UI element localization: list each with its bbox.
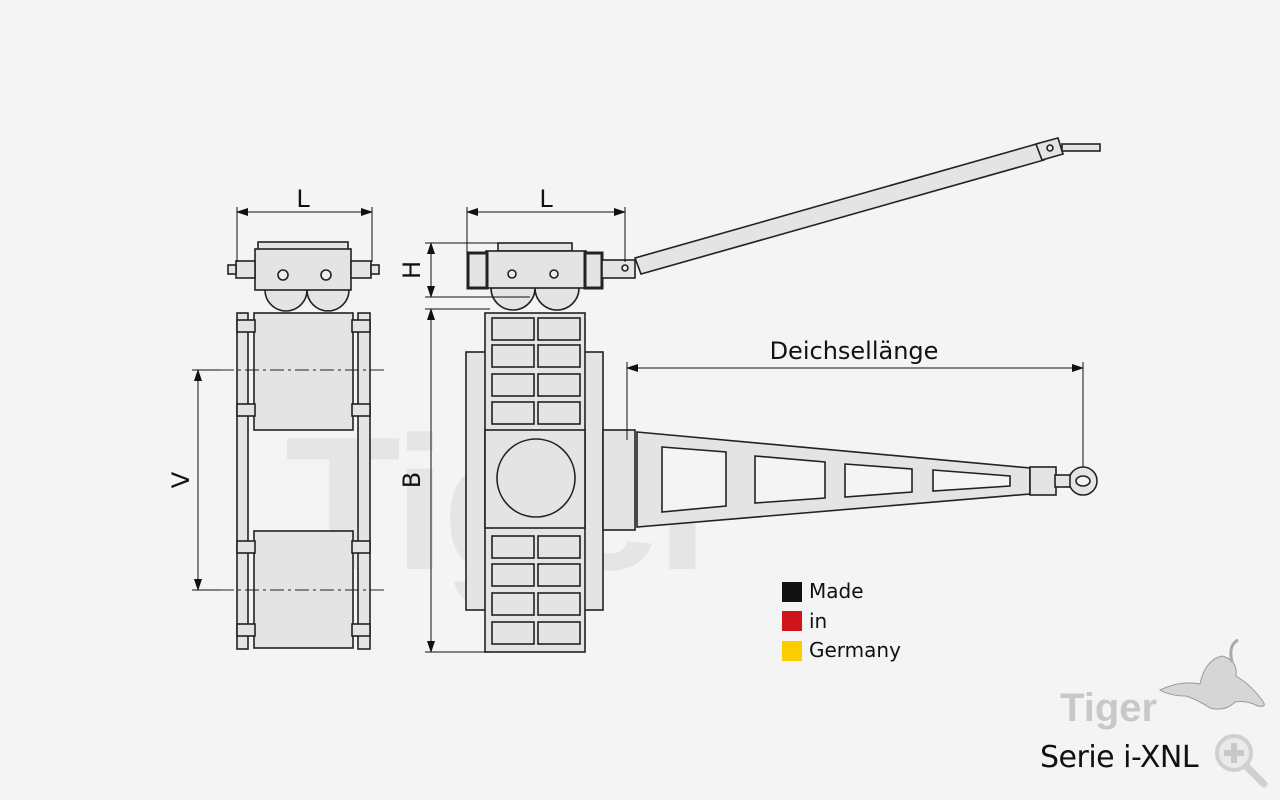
tiger-logo-text: Tiger <box>1060 686 1158 730</box>
flag-red-swatch <box>782 611 802 632</box>
dim-label-drawbar-length: Deichsellänge <box>770 337 939 365</box>
legend-label: in <box>809 608 828 633</box>
zoom-in-button[interactable] <box>1212 733 1272 789</box>
legend-item-in: in <box>782 607 901 637</box>
legend-label: Made <box>809 579 864 603</box>
made-in-germany-legend: Made in Germany <box>782 577 901 666</box>
legend-item-made: Made <box>782 577 901 607</box>
zoom-in-icon <box>1215 734 1268 788</box>
series-title: Serie i-XNL <box>1040 740 1199 775</box>
legend-item-germany: Germany <box>782 636 901 666</box>
flag-black-swatch <box>782 581 802 602</box>
side-view-left <box>227 241 380 312</box>
drawbar-raised <box>633 137 1101 275</box>
flag-gold-swatch <box>782 640 802 661</box>
dim-label-length-side: L <box>539 185 553 213</box>
dim-label-length-top: L <box>296 185 310 213</box>
plan-view-left <box>220 312 385 650</box>
side-view-middle <box>466 242 636 311</box>
legend-label: Germany <box>809 638 901 662</box>
plan-view-middle <box>465 312 636 653</box>
tiger-logo-image <box>1158 638 1265 710</box>
dim-label-height: H <box>398 261 426 279</box>
dim-label-wheelbase: V <box>167 471 195 488</box>
dim-label-width: B <box>398 472 426 488</box>
drawbar-plan <box>636 431 1098 528</box>
